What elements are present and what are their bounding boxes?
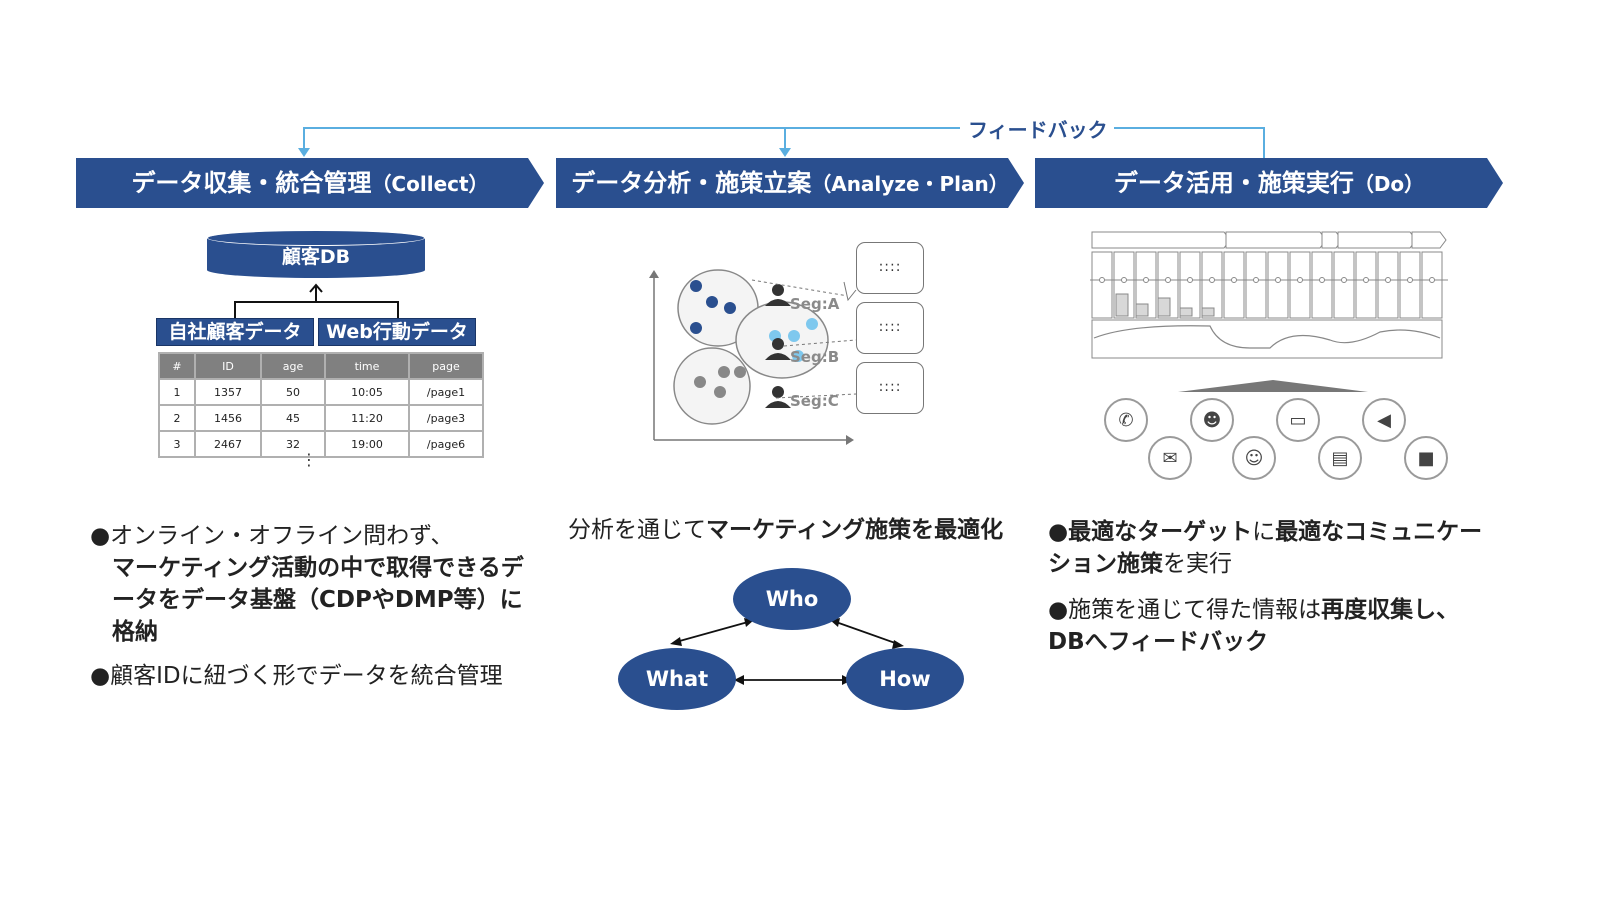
- do-bullet-2: ●施策を通じて得た情報は再度収集し、DBへフィードバック: [1048, 594, 1488, 658]
- bullet-text: 施策を通じて得た情報は: [1068, 597, 1322, 623]
- phase-sub: （Do）: [1353, 172, 1425, 196]
- phase-title: データ収集・統合管理: [131, 169, 372, 197]
- web-page-icon: ▤: [1318, 436, 1362, 480]
- bullet-text: オンライン・オフライン問わず、: [110, 523, 454, 549]
- table-cell: 50: [260, 378, 326, 406]
- segment-label-b: Seg:B: [790, 348, 840, 366]
- megaphone-icon: ◀: [1362, 398, 1406, 442]
- phase-banner-do: データ活用・施策実行（Do）: [1035, 158, 1503, 208]
- phase-banner-analyze: データ分析・施策立案（Analyze・Plan）: [556, 158, 1024, 208]
- node-who: Who: [733, 568, 851, 630]
- feedback-label: フィードバック: [962, 114, 1114, 143]
- sample-data-table: # ID age time page 1 1357 50 10:05 /page…: [158, 352, 484, 458]
- bullet-text: に: [1252, 519, 1276, 545]
- caption-bold-text: マーケティング施策を最適化: [706, 517, 1004, 543]
- table-cell: 10:05: [324, 378, 410, 406]
- source-tag-own-customer: 自社顧客データ: [156, 318, 314, 346]
- segment-label-a: Seg:A: [790, 295, 840, 313]
- table-header: page: [408, 352, 484, 380]
- segment-people-icons: [765, 284, 791, 408]
- table-cell: 1: [158, 378, 196, 406]
- table-cell: /page3: [408, 404, 484, 432]
- bullet-mark: ●: [1048, 519, 1069, 545]
- table-header: age: [260, 352, 326, 380]
- segmentation-scatter: [649, 269, 854, 445]
- bullet-mark: ●: [90, 523, 111, 549]
- phase-sub: （Collect）: [371, 172, 489, 196]
- monitor-icon: ▭: [1276, 398, 1320, 442]
- table-continuation-dots: ⋮: [301, 450, 317, 469]
- conversation-icon: ☻: [1190, 398, 1234, 442]
- phase-banner-collect: データ収集・統合管理（Collect）: [76, 158, 544, 208]
- collect-bullet-2: ●顧客IDに紐づく形でデータを統合管理: [90, 660, 530, 692]
- bullet-bold-text: 最適なコミュニケーション施策: [1048, 519, 1483, 577]
- bubble-connectors: [751, 279, 857, 399]
- table-cell: 11:20: [324, 404, 410, 432]
- bullet-bold-text: 再度収集し、DBへフィードバック: [1048, 597, 1460, 655]
- collect-bullet-1: ●オンライン・オフライン問わず、 マーケティング活動の中で取得できるデータをデー…: [90, 520, 530, 648]
- do-bullet-1: ●最適なターゲットに最適なコミュニケーション施策を実行: [1048, 516, 1488, 580]
- phone-icon: ✆: [1104, 398, 1148, 442]
- table-cell: 19:00: [324, 430, 410, 458]
- bullet-mark: ●: [90, 663, 111, 689]
- bullet-text: 顧客IDに紐づく形でデータを統合管理: [110, 663, 503, 689]
- caption-text: 分析を通じて: [568, 517, 706, 543]
- table-cell: 45: [260, 404, 326, 432]
- bullet-bold-text: 最適なターゲット: [1068, 519, 1253, 545]
- customer-db-cylinder: 顧客DB: [207, 230, 425, 278]
- node-how: How: [846, 648, 964, 710]
- message-bubble-b: ::::: [856, 302, 924, 354]
- table-row: 2 1456 45 11:20 /page3: [158, 404, 484, 432]
- table-cell: 2: [158, 404, 196, 432]
- table-cell: /page6: [408, 430, 484, 458]
- analyze-caption: 分析を通じてマーケティング施策を最適化: [568, 514, 1028, 546]
- phase-title: データ活用・施策実行: [1113, 169, 1354, 197]
- table-cell: 1456: [194, 404, 262, 432]
- feedback-connector: [298, 127, 1265, 158]
- table-cell: 2467: [194, 430, 262, 458]
- bullet-mark: ●: [1048, 597, 1069, 623]
- mail-icon: ✉: [1148, 436, 1192, 480]
- video-camera-icon: ■: [1404, 436, 1448, 480]
- db-merge-connector: [234, 283, 399, 318]
- message-bubble-c: ::::: [856, 362, 924, 414]
- voice-speaker-icon: ☺: [1232, 436, 1276, 480]
- table-cell: 32: [260, 430, 326, 458]
- bullet-text: を実行: [1163, 551, 1232, 577]
- message-bubble-a: ::::: [856, 242, 924, 294]
- node-what: What: [618, 648, 736, 710]
- bullet-bold-text: マーケティング活動の中で取得できるデータをデータ基盤（CDPやDMP等）に格納: [112, 555, 524, 645]
- table-row: 1 1357 50 10:05 /page1: [158, 378, 484, 406]
- source-tag-web-behavior: Web行動データ: [318, 318, 476, 346]
- distribution-triangle: [1178, 380, 1368, 392]
- phase-title: データ分析・施策立案: [571, 169, 812, 197]
- table-cell: 1357: [194, 378, 262, 406]
- db-label: 顧客DB: [281, 246, 351, 268]
- table-row: 3 2467 32 19:00 /page6: [158, 430, 484, 458]
- phase-sub: （Analyze・Plan）: [811, 172, 1009, 196]
- table-header: #: [158, 352, 196, 380]
- campaign-timeline-chart: [1090, 231, 1448, 359]
- table-header: time: [324, 352, 410, 380]
- table-cell: /page1: [408, 378, 484, 406]
- who-what-how-arrows: [670, 618, 904, 685]
- table-cell: 3: [158, 430, 196, 458]
- table-header: ID: [194, 352, 262, 380]
